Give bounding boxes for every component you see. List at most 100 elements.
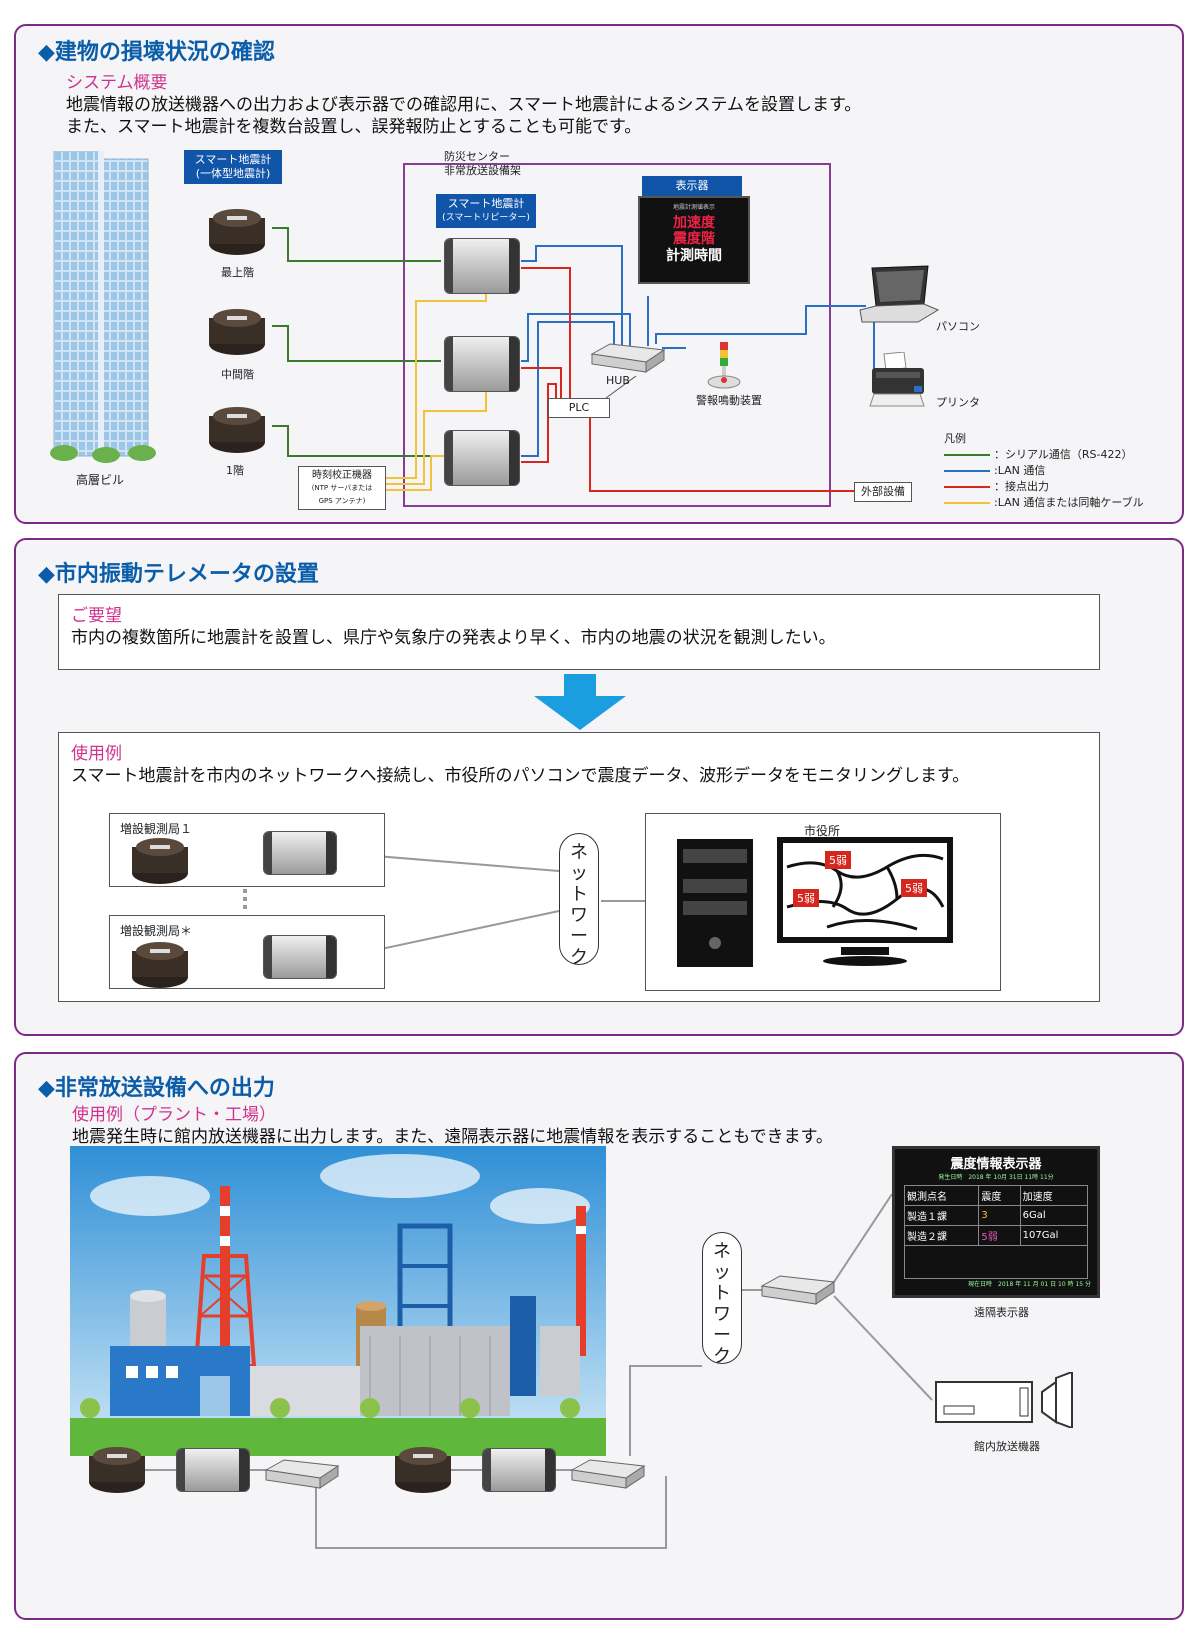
station-1-label: 増設観測局１ — [120, 822, 193, 836]
section1-desc1: 地震情報の放送機器への出力および表示器での確認用に、スマート地震計によるシステム… — [66, 95, 862, 115]
station-1-seismometer-icon — [132, 838, 188, 884]
legend-lan-label: :LAN 通信 — [994, 464, 1046, 477]
time-device-line2: (NTP サーバまたは — [311, 484, 373, 492]
remote-display-board: 震度情報表示器 発生日時 2018 年 10月 31日 11時 11分 観測点名… — [892, 1146, 1100, 1298]
building-icon — [50, 150, 156, 463]
hub-label: HUB — [606, 374, 630, 387]
net2-char-3: ト — [570, 884, 588, 905]
section-city-telemeter: ◆市内振動テレメータの設置 ご要望 市内の複数箇所に地震計を設置し、県庁や気象庁… — [14, 538, 1184, 1036]
tag-repeater-line1: スマート地震計 — [447, 197, 525, 210]
legend-contact-label: ：接点出力 — [994, 480, 1049, 493]
board-row1-name: 製造１課 — [903, 1205, 980, 1226]
board-row2-name: 製造２課 — [903, 1225, 980, 1246]
request-title: ご要望 — [71, 606, 122, 626]
tag-integrated-line2: (一体型地震計) — [195, 167, 271, 180]
plant-repeater-1 — [176, 1448, 250, 1492]
section3-usage-text: 地震発生時に館内放送機器に出力します。また、遠隔表示器に地震情報を表示することも… — [72, 1127, 833, 1147]
map-badge-2: 5弱 — [793, 889, 819, 907]
usage-title: 使用例 — [71, 744, 122, 764]
seismometer-1f-icon — [209, 407, 265, 453]
board-row1-accel: 6Gal — [1019, 1205, 1089, 1226]
display-panel: 地震計測値表示 加速度 震度階 計測時間 — [638, 196, 750, 284]
legend-coax: :LAN 通信または同軸ケーブル — [944, 494, 1144, 510]
smart-repeater-1 — [444, 238, 520, 294]
board-subline: 発生日時 2018 年 10月 31日 11時 11分 — [938, 1174, 1054, 1181]
net2-char-5: ー — [570, 926, 588, 947]
alarm-device-icon — [707, 342, 741, 389]
station-2-label: 増設観測局＊ — [120, 924, 193, 938]
label-1f: 1階 — [226, 464, 244, 477]
plant-repeater-2 — [482, 1448, 556, 1492]
time-device-line3: GPS アンテナ) — [318, 497, 366, 505]
plant-hub-2-icon — [570, 1459, 646, 1489]
section-building-damage: ◆建物の損壊状況の確認 システム概要 地震情報の放送機器への出力および表示器での… — [14, 24, 1184, 524]
laptop-icon — [859, 265, 940, 323]
seismometer-top-floor-icon — [209, 209, 265, 255]
board-empty-cell — [904, 1245, 1088, 1279]
network-label-2: ネ ッ ト ワ ー ク — [559, 833, 599, 968]
time-device-line1: 時刻校正機器 — [312, 470, 372, 481]
network-hub-icon — [760, 1275, 836, 1305]
net3-char-4: ワ — [713, 1304, 731, 1325]
seismometer-mid-floor-icon — [209, 309, 265, 355]
map-badge-1: 5弱 — [825, 851, 851, 869]
remote-display-label: 遠隔表示器 — [974, 1306, 1029, 1319]
net3-char-1: ネ — [713, 1241, 731, 1262]
section1-title: ◆建物の損壊状況の確認 — [38, 40, 275, 65]
usage-box: 使用例 スマート地震計を市内のネットワークへ接続し、市役所のパソコンで震度データ… — [58, 732, 1100, 1002]
board-row2-accel: 107Gal — [1019, 1225, 1089, 1246]
building-label: 高層ビル — [76, 473, 125, 487]
smart-repeater-3 — [444, 430, 520, 486]
section3-title: ◆非常放送設備への出力 — [38, 1076, 275, 1101]
net3-char-5: ー — [713, 1325, 731, 1346]
alarm-label: 警報鳴動装置 — [696, 394, 762, 407]
board-table: 観測点名 震度 加速度 製造１課 3 6Gal 製造２課 5弱 107Gal — [903, 1185, 1089, 1279]
section1-wiring — [272, 163, 875, 507]
board-header-intensity: 震度 — [978, 1185, 1021, 1206]
net3-char-6: ク — [713, 1346, 731, 1367]
center-label-line1: 防災センター — [444, 150, 510, 163]
broadcast-label: 館内放送機器 — [974, 1440, 1040, 1453]
net2-char-2: ッ — [570, 863, 588, 884]
section2-title: ◆市内振動テレメータの設置 — [38, 562, 319, 587]
legend-contact-swatch — [944, 486, 990, 488]
request-box: ご要望 市内の複数箇所に地震計を設置し、県庁や気象庁の発表より早く、市内の地震の… — [58, 594, 1100, 670]
legend-coax-swatch — [944, 502, 990, 504]
net3-char-2: ッ — [713, 1262, 731, 1283]
legend-lan-swatch — [944, 470, 990, 472]
pc-label: パソコン — [936, 320, 980, 333]
display-line3: 計測時間 — [666, 248, 722, 264]
center-label-line2: 非常放送設備架 — [444, 164, 521, 177]
tag-display: 表示器 — [642, 176, 742, 196]
display-line1: 加速度 — [673, 215, 715, 231]
external-equipment-box: 外部設備 — [854, 482, 912, 502]
smart-repeater-2 — [444, 336, 520, 392]
display-line2: 震度階 — [673, 231, 715, 247]
net2-char-4: ワ — [570, 905, 588, 926]
label-mid-floor: 中間階 — [221, 368, 254, 381]
legend-serial-label: ：シリアル通信（RS-422） — [994, 448, 1133, 461]
board-header-accel: 加速度 — [1019, 1185, 1089, 1206]
board-title: 震度情報表示器 — [950, 1157, 1042, 1172]
board-footer: 現在日時 2018 年 11 月 01 日 10 時 15 分 — [968, 1281, 1091, 1288]
section1-subtitle: システム概要 — [66, 73, 168, 93]
station-2-seismometer-icon — [132, 942, 188, 988]
section-emergency-broadcast: ◆非常放送設備への出力 使用例（プラント・工場） 地震発生時に館内放送機器に出力… — [14, 1052, 1184, 1620]
broadcast-equipment-icon — [935, 1372, 1073, 1428]
legend-contact: ：接点出力 — [944, 478, 1049, 494]
section3-usage-title: 使用例（プラント・工場） — [72, 1105, 276, 1125]
plant-seismometer-2-icon — [395, 1447, 451, 1493]
net2-char-1: ネ — [570, 842, 588, 863]
plant-seismometer-1-icon — [89, 1447, 145, 1493]
tag-integrated-seismometer: スマート地震計 (一体型地震計) — [184, 150, 282, 184]
section3-wiring — [142, 1193, 933, 1549]
time-calibration-box: 時刻校正機器 (NTP サーバまたは GPS アンテナ) — [298, 466, 386, 510]
network-label-3: ネ ッ ト ワ ー ク — [702, 1232, 742, 1367]
station-1-repeater — [263, 831, 337, 875]
external-label: 外部設備 — [861, 485, 905, 498]
tag-smart-repeater: スマート地震計 (スマートリピーター) — [436, 194, 536, 228]
plc-label: PLC — [568, 401, 590, 414]
board-row2-intensity: 5弱 — [978, 1225, 1021, 1246]
station-2-repeater — [263, 935, 337, 979]
net2-char-6: ク — [570, 947, 588, 968]
